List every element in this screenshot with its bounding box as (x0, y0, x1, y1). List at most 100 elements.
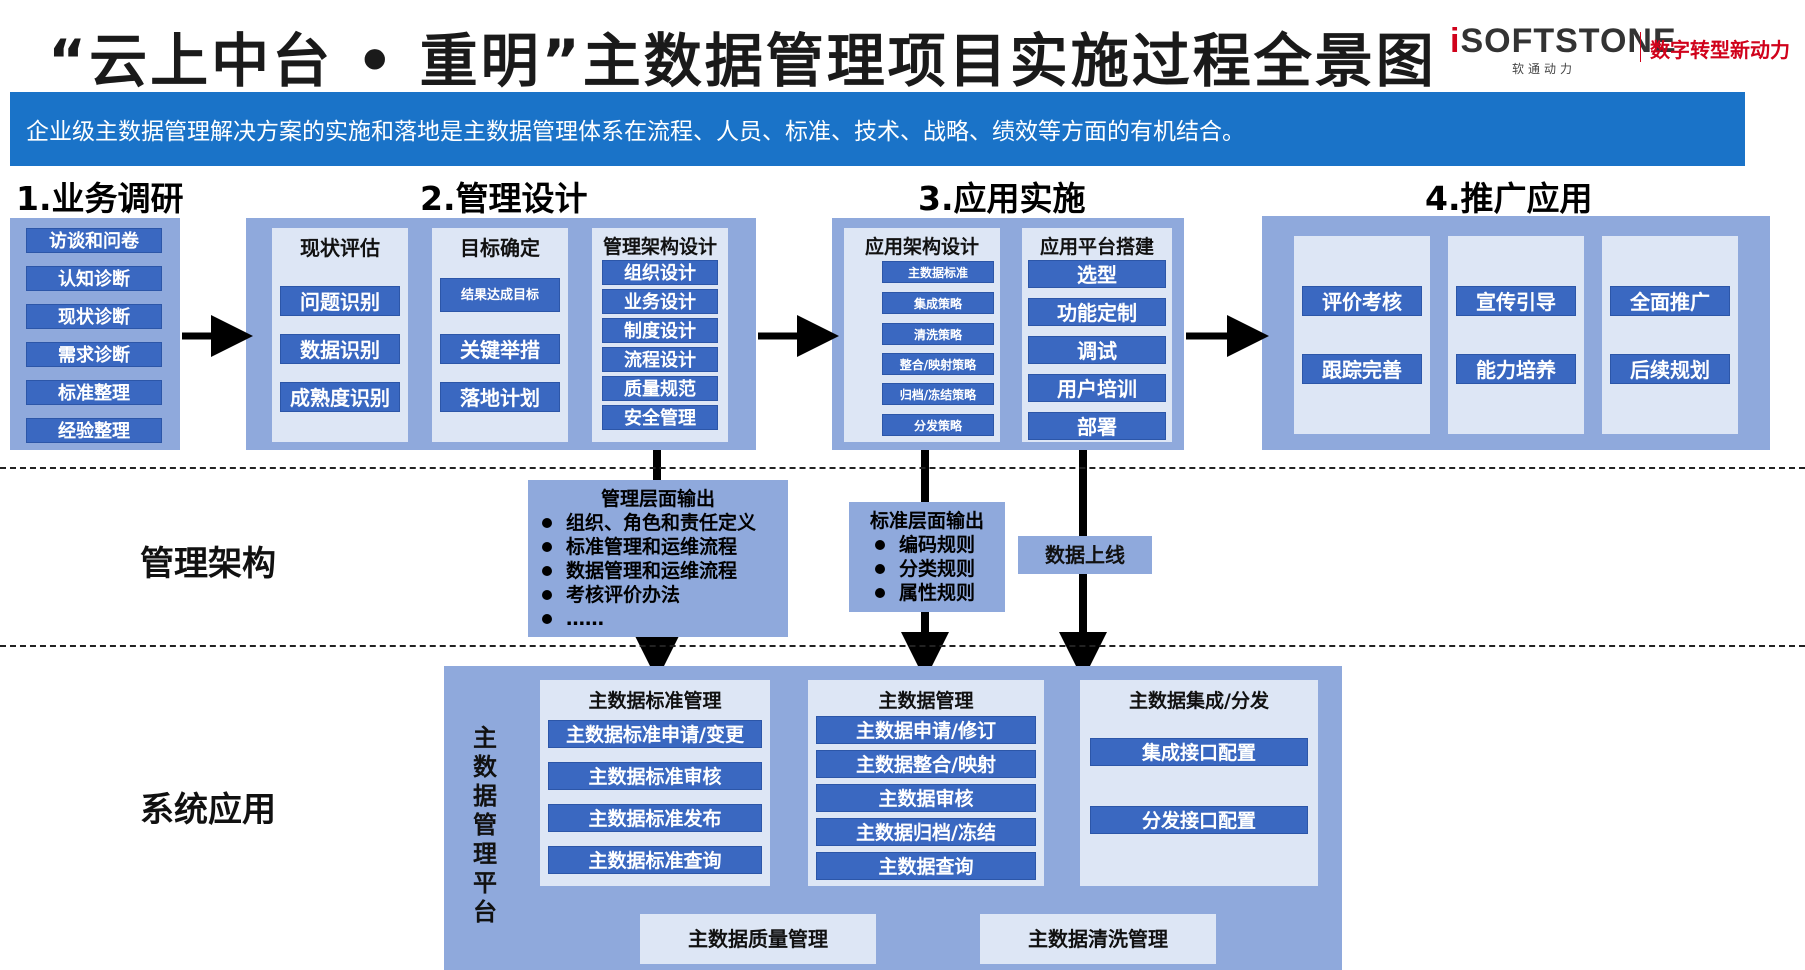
platform-vertical-label: 主 数 据 管 理 平 台 (473, 724, 497, 926)
platform-item: 主数据查询 (816, 852, 1036, 880)
step-4-item: 宣传引导 (1456, 286, 1576, 316)
std-output-box: 标准层面输出 编码规则 分类规则 属性规则 (849, 502, 1005, 612)
step-3-col-arch: 应用架构设计 主数据标准 集成策略 清洗策略 整合/映射策略 归档/冻结策略 分… (844, 228, 1000, 442)
step-3-item: 整合/映射策略 (882, 353, 994, 375)
logo-divider (1640, 32, 1641, 62)
step-2-item: 质量规范 (602, 376, 718, 401)
step-2-item: 组织设计 (602, 260, 718, 285)
list-item: 组织、角色和责任定义 (542, 511, 788, 535)
platform-item: 主数据标准申请/变更 (548, 720, 762, 748)
list-item: …… (542, 607, 788, 631)
platform-item: 主数据归档/冻结 (816, 818, 1036, 846)
page-title: “云上中台 • 重明”主数据管理项目实施过程全景图 (48, 27, 1437, 95)
step-4-title: 4.推广应用 (1425, 179, 1593, 218)
step-3-item: 集成策略 (882, 292, 994, 314)
platform-col-standards: 主数据标准管理 主数据标准申请/变更 主数据标准审核 主数据标准发布 主数据标准… (540, 680, 770, 886)
step-3-col-platform: 应用平台搭建 选型 功能定制 调试 用户培训 部署 (1022, 228, 1172, 442)
step-1-item: 标准整理 (26, 380, 162, 405)
step-2-title: 2.管理设计 (420, 179, 588, 218)
platform-item: 分发接口配置 (1090, 806, 1308, 834)
bullet-icon (875, 539, 885, 550)
step-3-title: 3.应用实施 (918, 179, 1086, 218)
step-1-item: 经验整理 (26, 418, 162, 443)
step-2-item: 成熟度识别 (280, 382, 400, 412)
step-1-item: 认知诊断 (26, 266, 162, 291)
step-4-item: 跟踪完善 (1302, 354, 1422, 384)
step-2-item: 流程设计 (602, 347, 718, 372)
step-2-col-arch: 管理架构设计 组织设计 业务设计 制度设计 流程设计 质量规范 安全管理 (592, 228, 728, 442)
column-header: 现状评估 (300, 236, 380, 260)
list-item: 属性规则 (875, 581, 1005, 605)
step-4-panel: 评价考核 跟踪完善 宣传引导 能力培养 全面推广 后续规划 (1262, 216, 1770, 450)
bullet-icon (542, 565, 552, 576)
list-item: 考核评价办法 (542, 583, 788, 607)
cleansing-management-box: 主数据清洗管理 (980, 914, 1216, 964)
step-3-panel: 应用架构设计 主数据标准 集成策略 清洗策略 整合/映射策略 归档/冻结策略 分… (832, 218, 1184, 450)
mgmt-output-box: 管理层面输出 组织、角色和责任定义 标准管理和运维流程 数据管理和运维流程 考核… (528, 480, 788, 637)
step-1-panel: 访谈和问卷 认知诊断 现状诊断 需求诊断 标准整理 经验整理 (10, 218, 180, 450)
list-item: 分类规则 (875, 557, 1005, 581)
logo-subtitle: 软通动力 (1512, 62, 1577, 76)
step-2-item: 落地计划 (440, 382, 560, 412)
step-4-item: 能力培养 (1456, 354, 1576, 384)
step-3-item: 清洗策略 (882, 323, 994, 345)
bullet-icon (875, 587, 885, 598)
step-3-item: 主数据标准 (882, 261, 994, 283)
column-header: 应用平台搭建 (1039, 236, 1154, 258)
step-2-item: 业务设计 (602, 289, 718, 314)
bullet-icon (542, 589, 552, 600)
section-label-sys: 系统应用 (140, 790, 276, 830)
std-output-title: 标准层面输出 (869, 510, 984, 532)
platform-col-masterdata: 主数据管理 主数据申请/修订 主数据整合/映射 主数据审核 主数据归档/冻结 主… (808, 680, 1044, 886)
section-label-mgmt: 管理架构 (140, 544, 276, 584)
list-item: 标准管理和运维流程 (542, 535, 788, 559)
column-header: 目标确定 (460, 236, 540, 260)
step-2-col-assess: 现状评估 问题识别 数据识别 成熟度识别 (272, 228, 408, 442)
step-4-item: 全面推广 (1610, 286, 1730, 316)
bullet-icon (875, 563, 885, 574)
step-2-item: 数据识别 (280, 334, 400, 364)
step-2-item: 问题识别 (280, 286, 400, 316)
step-4-item: 评价考核 (1302, 286, 1422, 316)
step-3-item: 部署 (1028, 412, 1166, 440)
step-1-title: 1.业务调研 (16, 179, 184, 218)
step-4-item: 后续规划 (1610, 354, 1730, 384)
step-4-col: 全面推广 后续规划 (1602, 236, 1738, 434)
step-3-item: 选型 (1028, 260, 1166, 288)
step-2-item: 结果达成目标 (440, 278, 560, 312)
platform-item: 集成接口配置 (1090, 738, 1308, 766)
step-2-item: 安全管理 (602, 405, 718, 430)
platform-item: 主数据标准查询 (548, 846, 762, 874)
column-header: 主数据标准管理 (588, 690, 722, 712)
step-3-item: 功能定制 (1028, 298, 1166, 326)
softstone-logo: iSOFTSTONE 软通动力 数字转型新动力 (1450, 22, 1800, 80)
platform-item: 主数据标准发布 (548, 804, 762, 832)
step-3-item: 用户培训 (1028, 374, 1166, 402)
logo-slogan: 数字转型新动力 (1650, 38, 1790, 62)
step-3-item: 分发策略 (882, 414, 994, 436)
data-online-box: 数据上线 (1018, 536, 1152, 574)
step-3-item: 调试 (1028, 336, 1166, 364)
platform-col-integration: 主数据集成/分发 集成接口配置 分发接口配置 (1080, 680, 1318, 886)
bullet-icon (542, 517, 552, 528)
bullet-icon (542, 613, 552, 624)
bullet-icon (542, 541, 552, 552)
step-1-item: 访谈和问卷 (26, 228, 162, 253)
step-2-item: 制度设计 (602, 318, 718, 343)
mdm-platform-panel: 主 数 据 管 理 平 台 主数据标准管理 主数据标准申请/变更 主数据标准审核… (444, 666, 1342, 970)
step-1-item: 现状诊断 (26, 304, 162, 329)
section-divider (0, 645, 1805, 647)
list-item: 编码规则 (875, 533, 1005, 557)
intro-banner: 企业级主数据管理解决方案的实施和落地是主数据管理体系在流程、人员、标准、技术、战… (10, 92, 1745, 166)
step-4-col: 宣传引导 能力培养 (1448, 236, 1584, 434)
platform-item: 主数据整合/映射 (816, 750, 1036, 778)
platform-item: 主数据审核 (816, 784, 1036, 812)
step-2-item: 关键举措 (440, 334, 560, 364)
mgmt-output-title: 管理层面输出 (600, 488, 715, 510)
step-2-col-goal: 目标确定 结果达成目标 关键举措 落地计划 (432, 228, 568, 442)
step-4-col: 评价考核 跟踪完善 (1294, 236, 1430, 434)
step-2-panel: 现状评估 问题识别 数据识别 成熟度识别 目标确定 结果达成目标 关键举措 落地… (246, 218, 756, 450)
section-divider (0, 467, 1805, 469)
platform-item: 主数据申请/修订 (816, 716, 1036, 744)
step-3-item: 归档/冻结策略 (882, 383, 994, 405)
